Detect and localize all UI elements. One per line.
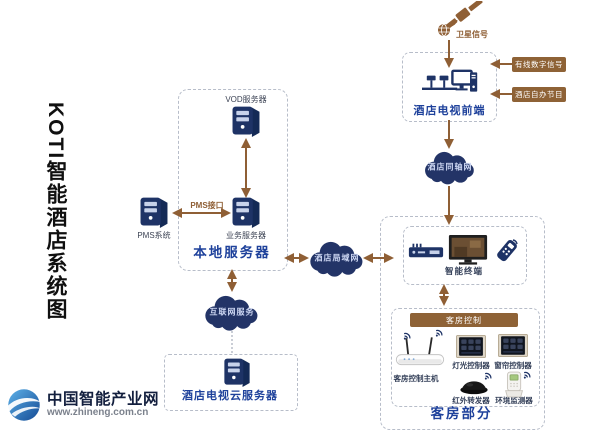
room-host-label: 客房控制主机 (393, 374, 439, 383)
zhineng-logo-icon (6, 389, 42, 421)
curtain-controller-label: 窗帘控制器 (494, 361, 532, 370)
vod-server-label: VOD服务器 (225, 95, 267, 104)
room-control-box (391, 308, 540, 407)
internet-service-cloud: 互联网服务 (201, 292, 263, 332)
business-server-icon (229, 196, 263, 228)
light-controller-icon (456, 335, 486, 358)
curtain-controller-icon (498, 334, 528, 357)
env-monitor-label: 环境监测器 (495, 396, 533, 405)
tv-frontend-box: 酒店电视前端 (402, 52, 497, 122)
own-program-badge: 酒店自办节目 (512, 87, 566, 102)
room-host-router-icon (395, 337, 445, 366)
remote-control-icon (497, 239, 518, 262)
pms-system-label: PMS系统 (137, 231, 171, 240)
env-monitor-icon (505, 371, 524, 398)
pms-system-icon (137, 196, 171, 228)
internet-service-label: 互联网服务 (209, 307, 255, 317)
guest-room-box (380, 216, 545, 430)
ir-forwarder-icon (460, 381, 488, 395)
cloud-server-icon (221, 357, 253, 387)
room-control-banner: 客房控制 (410, 313, 518, 327)
ir-forwarder-label: 红外转发器 (452, 396, 490, 405)
site-url: www.zhineng.com.cn (47, 407, 149, 419)
cable-signal-badge: 有线数字信号 (512, 57, 566, 72)
hotel-lan-label: 酒店局域网 (314, 253, 360, 263)
guest-room-label: 客房部分 (430, 406, 493, 421)
cloud-server-box (164, 354, 298, 411)
tv-frontend-label: 酒店电视前端 (413, 105, 486, 117)
cloud-shape (310, 241, 363, 277)
smart-terminal-label: 智能终端 (444, 266, 483, 276)
coax-network-label: 酒店同轴网 (427, 162, 473, 172)
site-name: 中国智能产业网 (47, 390, 160, 408)
business-server-label: 业务服务器 (226, 231, 266, 240)
hotel-lan-cloud: 酒店局域网 (306, 238, 368, 278)
vod-server-icon (229, 105, 263, 137)
satellite-label: 卫星信号 (456, 30, 488, 39)
cloud-shape (205, 295, 258, 331)
site-watermark: 中国智能产业网 www.zhineng.com.cn (6, 387, 159, 423)
coax-network-cloud: 酒店同轴网 (421, 148, 479, 186)
cloud-server-label: 酒店电视云服务器 (182, 390, 278, 402)
smart-terminal-box (403, 226, 527, 285)
diagram-title: KOTI智能酒店系统图 (44, 102, 67, 322)
cloud-shape (425, 151, 474, 185)
tv-icon (448, 235, 488, 265)
light-controller-label: 灯光控制器 (452, 361, 490, 370)
set-top-box-icon (408, 243, 444, 258)
pms-interface-label: PMS接口 (190, 201, 224, 210)
local-server-label: 本地服务器 (193, 245, 271, 260)
tv-headend-icon (421, 69, 477, 92)
satellite-icon (438, 1, 483, 36)
